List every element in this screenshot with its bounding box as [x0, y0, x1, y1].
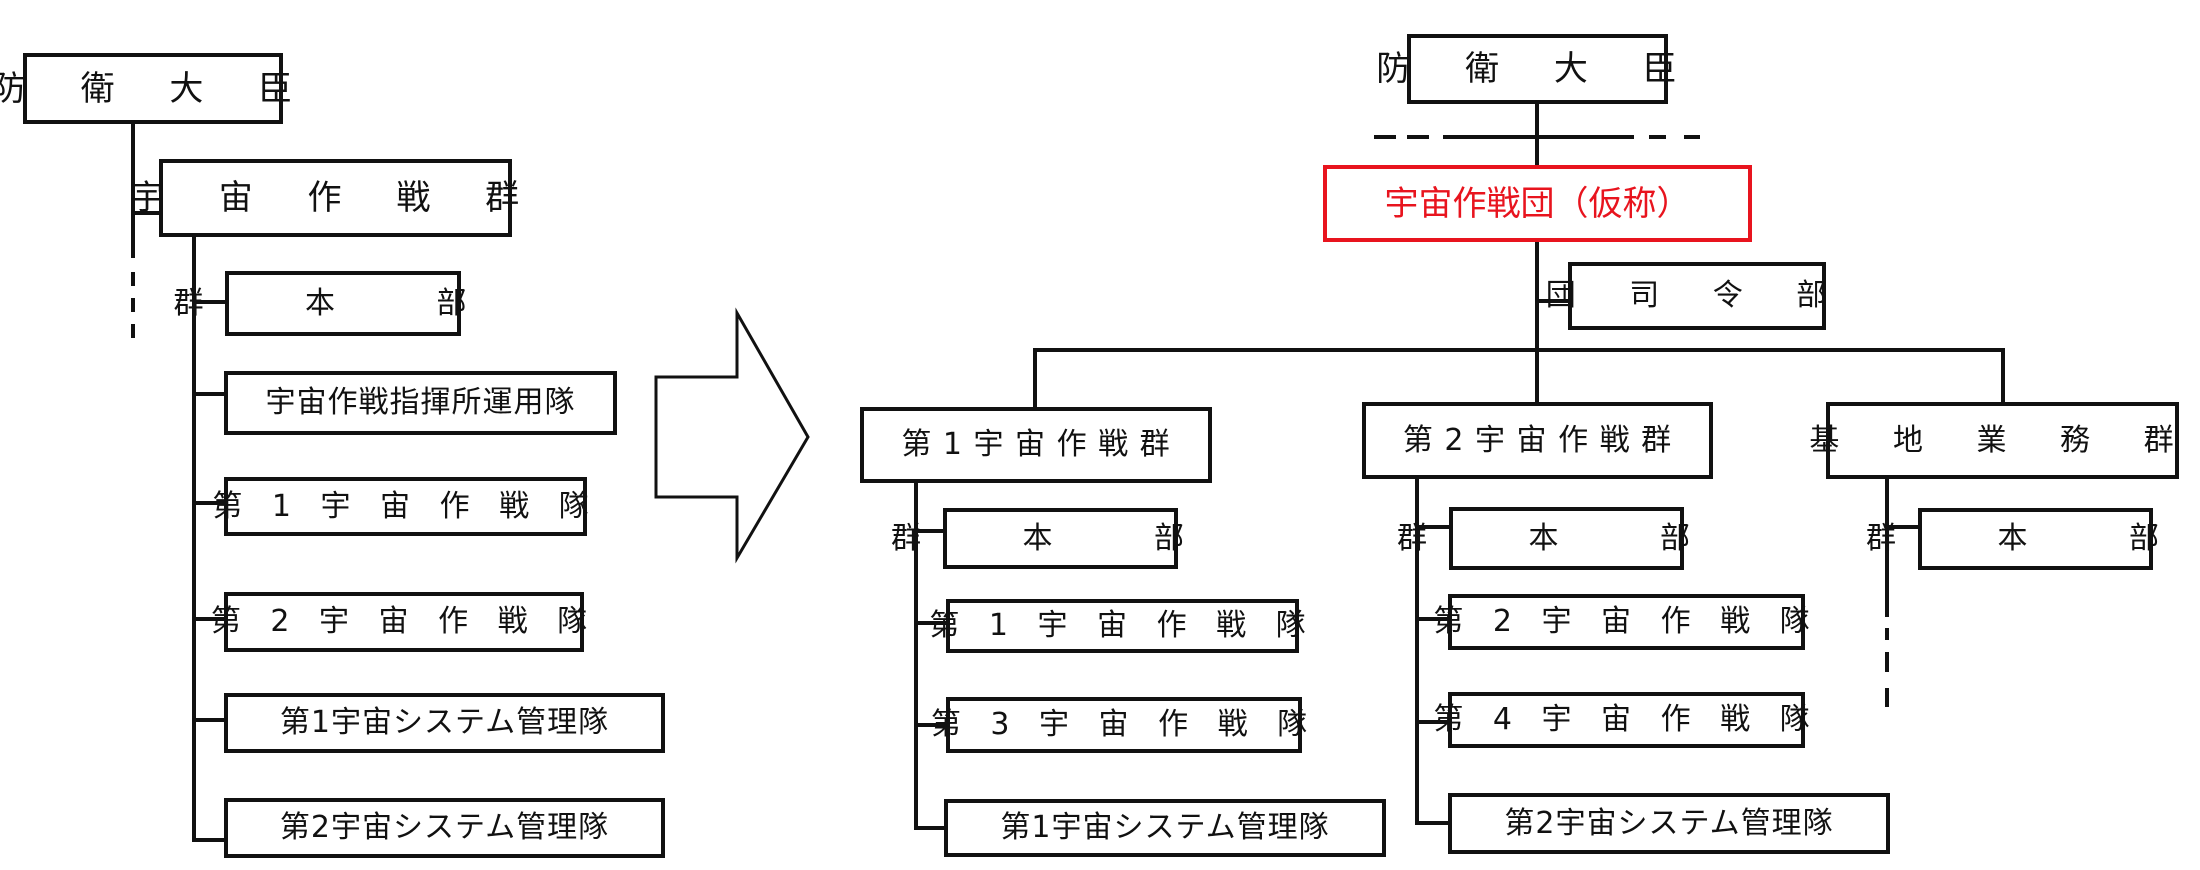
after-minister-label: 防 衛 大 臣 — [1376, 49, 1699, 89]
connector — [192, 237, 224, 842]
group-unit-box: 第 3 宇 宙 作 戦 隊 — [931, 697, 1307, 753]
before-unit-box: 第 2 宇 宙 作 戦 隊 — [211, 592, 587, 652]
group-unit-box: 第 1 宇 宙 作 戦 隊 — [929, 599, 1306, 653]
group-unit-box: 第 4 宇 宙 作 戦 隊 — [1433, 692, 1810, 748]
before-group-box: 宇 宙 作 戦 群 — [130, 159, 519, 237]
before-minister-box: 防 衛 大 臣 — [0, 53, 292, 124]
group-unit-label: 第1宇宙システム管理隊 — [1000, 810, 1330, 845]
group-unit-label: 第 3 宇 宙 作 戦 隊 — [930, 707, 1318, 742]
group-label: 第 2 宇 宙 作 戦 群 — [1402, 422, 1673, 458]
before-unit-box: 第1宇宙システム管理隊 — [224, 693, 665, 753]
before-unit-box: 宇宙作戦指揮所運用隊 — [224, 371, 617, 435]
right-arrow-icon — [654, 307, 810, 564]
group-unit-box: 第2宇宙システム管理隊 — [1448, 793, 1890, 854]
before-unit-label: 第2宇宙システム管理隊 — [279, 810, 610, 845]
group-box: 第 2 宇 宙 作 戦 群 — [1362, 402, 1713, 479]
before-minister-label: 防 衛 大 臣 — [0, 68, 315, 109]
before-unit-label: 第1宇宙システム管理隊 — [279, 705, 610, 740]
group-unit-box: 群 本 部 — [1866, 508, 2159, 570]
group-unit-label: 第2宇宙システム管理隊 — [1504, 805, 1834, 841]
space-operations-wing-label: 宇宙作戦団（仮称） — [1384, 183, 1691, 224]
group-unit-label: 第 2 宇 宙 作 戦 隊 — [1433, 604, 1820, 639]
space-operations-wing-box: 宇宙作戦団（仮称） — [1323, 165, 1752, 242]
before-unit-label: 宇宙作戦指揮所運用隊 — [265, 385, 576, 420]
before-unit-box: 第2宇宙システム管理隊 — [224, 798, 665, 858]
connector — [914, 483, 944, 830]
group-unit-label: 群 本 部 — [1396, 520, 1737, 556]
connector — [1415, 479, 1448, 825]
before-group-label: 宇 宙 作 戦 群 — [129, 178, 542, 218]
group-unit-box: 群 本 部 — [1397, 507, 1690, 570]
group-unit-box: 第 2 宇 宙 作 戦 隊 — [1433, 594, 1810, 650]
group-box: 第 1 宇 宙 作 戦 群 — [860, 407, 1212, 483]
group-unit-box: 群 本 部 — [891, 508, 1184, 569]
group-unit-label: 第 1 宇 宙 作 戦 隊 — [929, 608, 1316, 643]
wing-hq-box: 団 司 令 部 — [1546, 262, 1826, 330]
before-unit-label: 群 本 部 — [173, 285, 513, 321]
group-unit-label: 第 4 宇 宙 作 戦 隊 — [1433, 702, 1820, 737]
before-unit-label: 第 2 宇 宙 作 戦 隊 — [210, 604, 598, 639]
before-unit-box: 第 1 宇 宙 作 戦 隊 — [212, 477, 589, 536]
wing-hq-label: 団 司 令 部 — [1545, 278, 1849, 313]
group-label: 基 地 業 務 群 — [1809, 422, 2196, 458]
before-unit-box: 群 本 部 — [173, 271, 467, 336]
group-label: 第 1 宇 宙 作 戦 群 — [901, 427, 1171, 462]
group-box: 基 地 業 務 群 — [1809, 402, 2179, 479]
group-unit-label: 群 本 部 — [890, 520, 1231, 556]
group-unit-box: 第1宇宙システム管理隊 — [944, 799, 1386, 857]
before-unit-label: 第 1 宇 宙 作 戦 隊 — [212, 488, 599, 524]
after-minister-box: 防 衛 大 臣 — [1376, 34, 1677, 104]
group-unit-label: 群 本 部 — [1865, 521, 2200, 556]
connector — [1033, 348, 2005, 407]
